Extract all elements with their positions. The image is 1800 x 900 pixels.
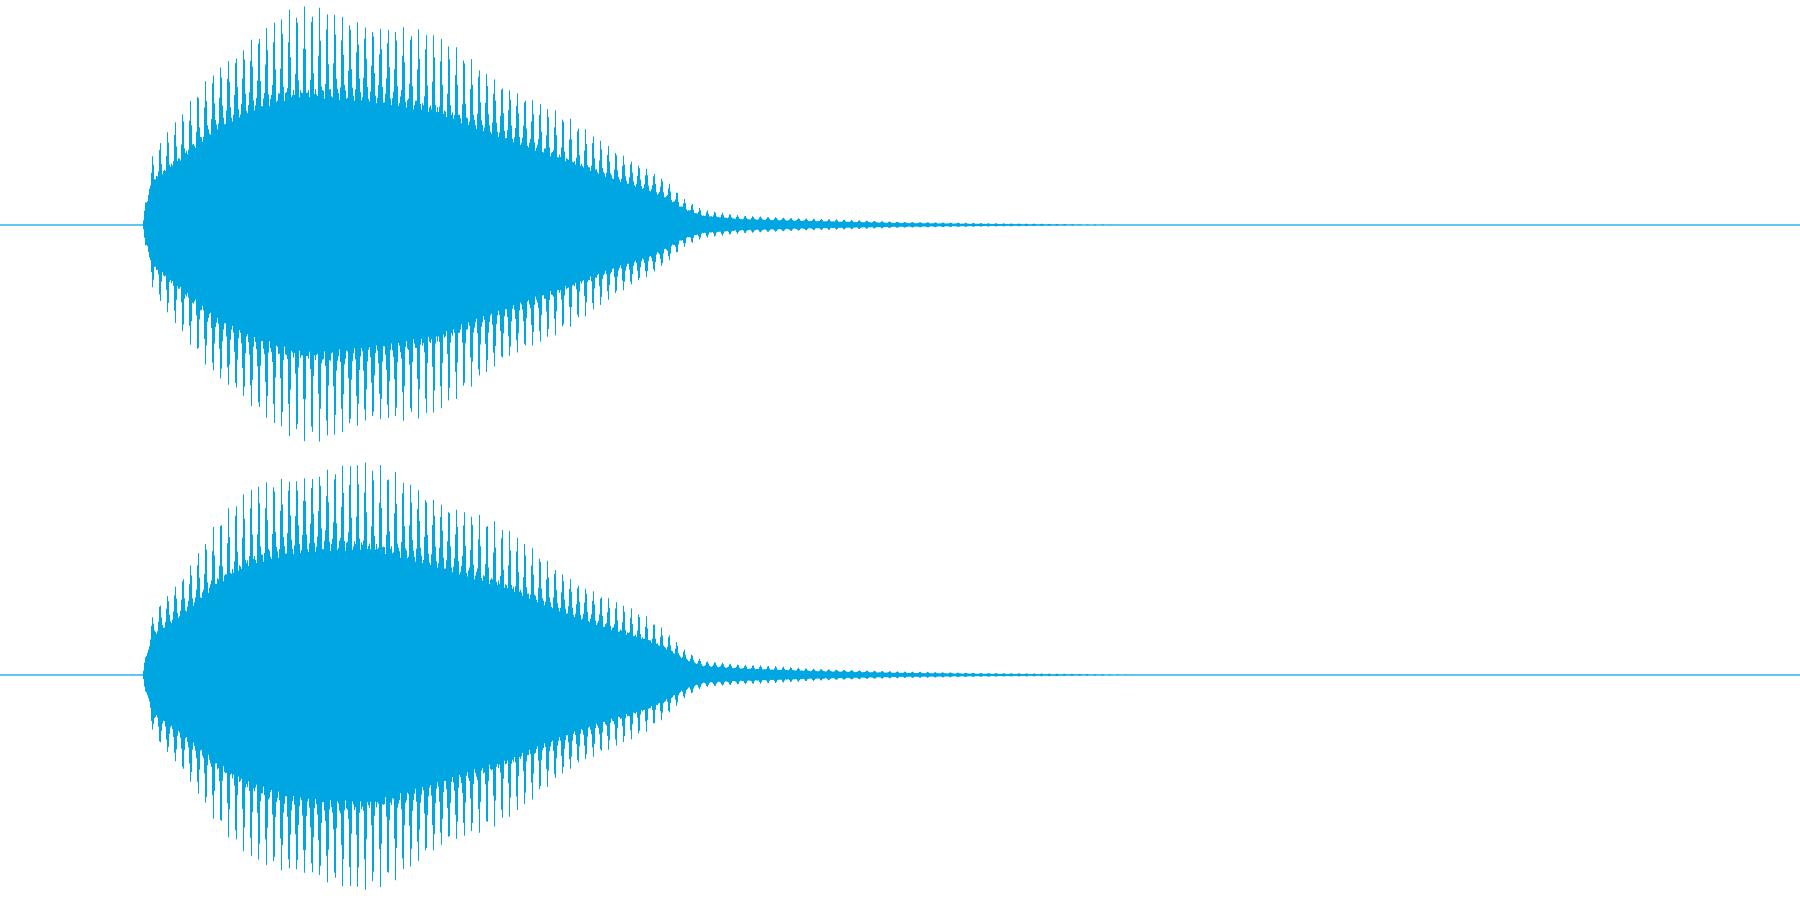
channel-2-track — [0, 462, 1800, 890]
channel-1-track — [0, 6, 1800, 442]
channel-1-waveform-core — [142, 176, 1153, 274]
channel-2-waveform-core — [142, 627, 1157, 724]
